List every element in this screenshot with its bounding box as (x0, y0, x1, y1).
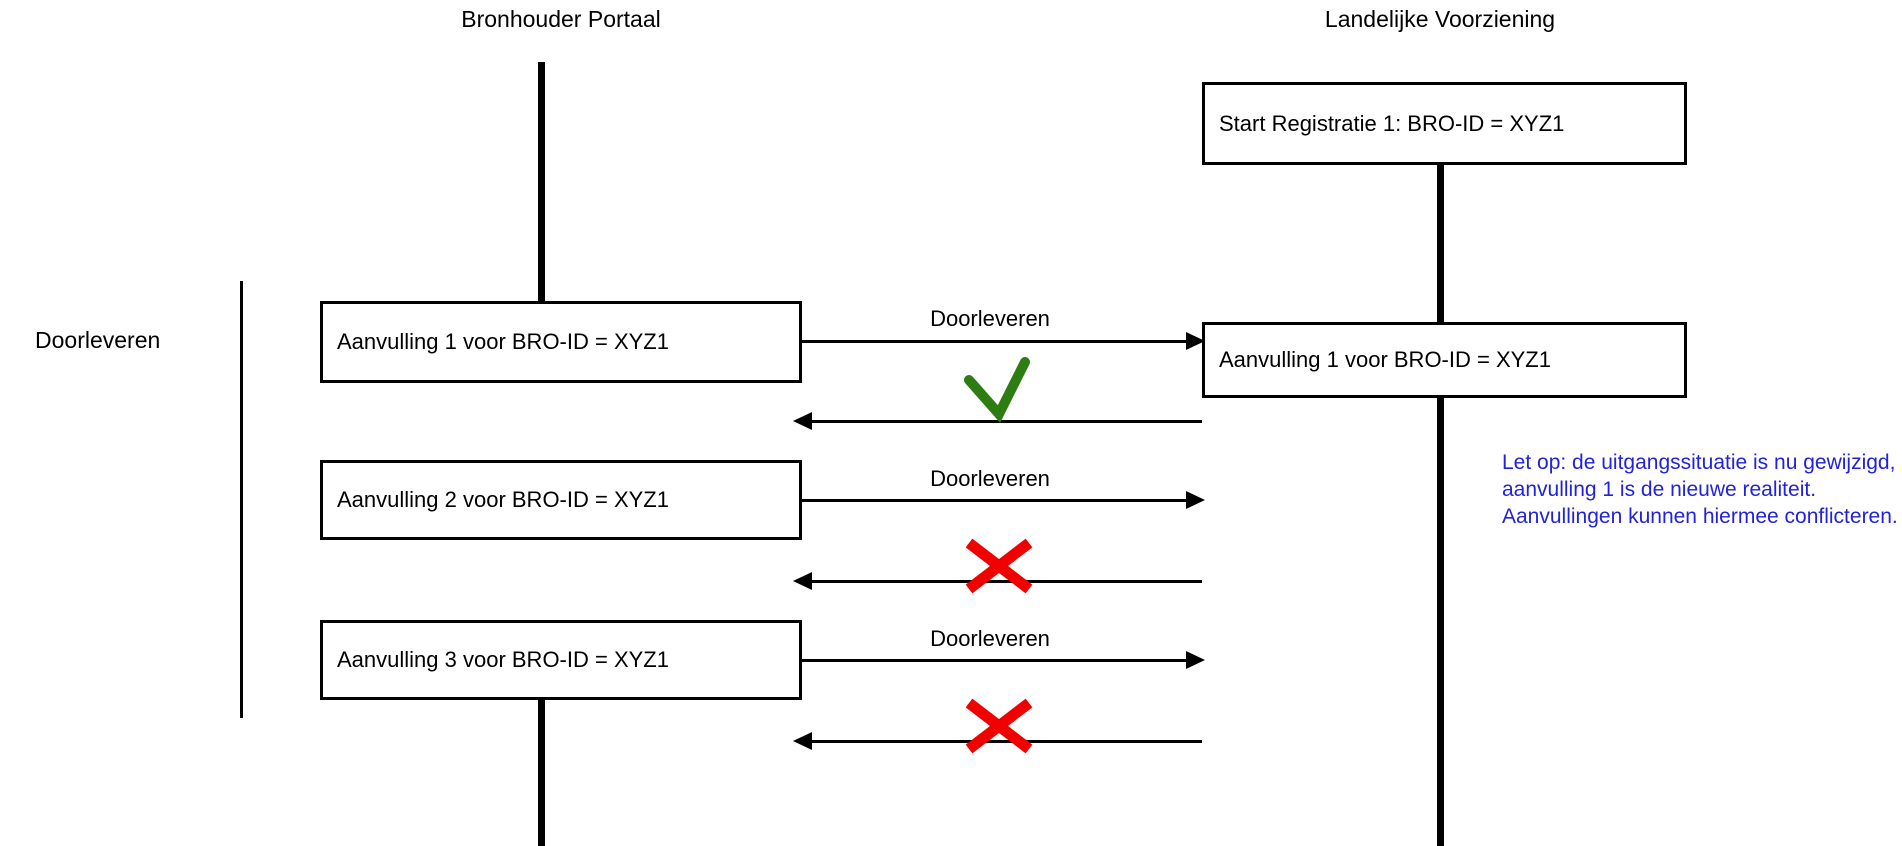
box-start-registratie[interactable]: Start Registratie 1: BRO-ID = XYZ1 (1202, 82, 1687, 165)
doorleveren-bracket-label: Doorleveren (35, 327, 161, 353)
doorleveren-bracket (240, 281, 243, 718)
arrow-head-left-icon-2 (793, 572, 812, 590)
box-aanvulling-1-left-label: Aanvulling 1 voor BRO-ID = XYZ1 (337, 329, 669, 354)
message-line-2-response (812, 580, 1202, 583)
cross-mark-icon-2 (965, 698, 1033, 754)
note-uitgangssituatie: Let op: de uitgangssituatie is nu gewijz… (1502, 451, 1898, 528)
lifeline-landelijke-voorziening-upper (1437, 165, 1444, 322)
check-mark-icon (964, 357, 1030, 423)
box-start-registratie-label: Start Registratie 1: BRO-ID = XYZ1 (1219, 110, 1565, 136)
message-line-2-request (802, 499, 1186, 502)
message-line-3-response (812, 740, 1202, 743)
lifeline-bronhouder-portaal-top (538, 62, 545, 302)
message-label-2-request: Doorleveren (930, 466, 1050, 491)
arrow-head-right-icon-1 (1186, 332, 1205, 350)
box-aanvulling-1-right-label: Aanvulling 1 voor BRO-ID = XYZ1 (1219, 347, 1551, 372)
message-label-3-request: Doorleveren (930, 626, 1050, 651)
arrow-head-right-icon-3 (1186, 651, 1205, 669)
box-aanvulling-1-left[interactable]: Aanvulling 1 voor BRO-ID = XYZ1 (320, 301, 802, 383)
box-aanvulling-3-left[interactable]: Aanvulling 3 voor BRO-ID = XYZ1 (320, 620, 802, 700)
arrow-head-right-icon-2 (1186, 491, 1205, 509)
arrow-head-left-icon-1 (793, 412, 812, 430)
box-aanvulling-2-left[interactable]: Aanvulling 2 voor BRO-ID = XYZ1 (320, 460, 802, 540)
lane-title-bronhouder-portaal: Bronhouder Portaal (461, 6, 661, 32)
lifeline-landelijke-voorziening-lower (1437, 398, 1444, 846)
box-aanvulling-1-right[interactable]: Aanvulling 1 voor BRO-ID = XYZ1 (1202, 322, 1687, 398)
box-aanvulling-2-left-label: Aanvulling 2 voor BRO-ID = XYZ1 (337, 487, 669, 512)
lifeline-bronhouder-portaal-bottom (538, 698, 545, 846)
lane-title-landelijke-voorziening: Landelijke Voorziening (1324, 6, 1556, 32)
message-label-1-request: Doorleveren (930, 306, 1050, 331)
message-line-1-response (812, 420, 1202, 423)
box-aanvulling-3-left-label: Aanvulling 3 voor BRO-ID = XYZ1 (337, 647, 669, 672)
message-line-3-request (802, 659, 1186, 662)
arrow-head-left-icon-3 (793, 732, 812, 750)
cross-mark-icon-1 (965, 538, 1033, 594)
message-line-1-request (802, 340, 1186, 343)
